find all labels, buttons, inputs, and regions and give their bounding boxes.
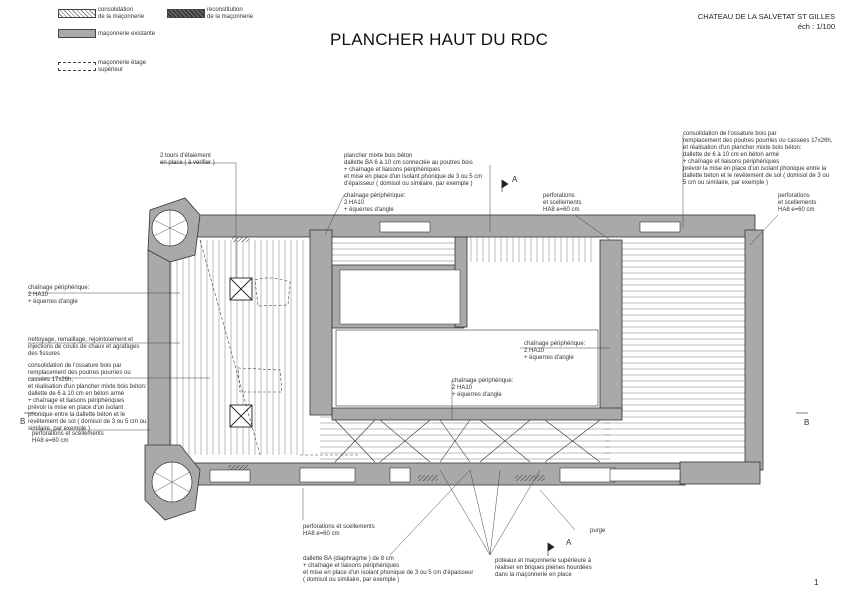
legend-swatch-reconstitution xyxy=(167,9,205,18)
note-chainage-center-right: chaînage périphérique: 2 HA10 + équerres… xyxy=(524,341,586,361)
page-number: 1 xyxy=(814,578,819,587)
stair-well xyxy=(339,269,461,325)
walls-reconstitution xyxy=(228,237,545,481)
scale-label: éch : 1/100 xyxy=(797,22,835,31)
note-chainage-center: chaînage périphérique: 2 HA10 + équerres… xyxy=(452,378,514,398)
note-consolidation-left: consolidation de l'ossature bois par rem… xyxy=(28,363,147,432)
project-block: CHATEAU DE LA SALVETAT ST GILLES éch : 1… xyxy=(698,12,835,32)
section-marker-a-bottom: A xyxy=(566,538,572,547)
note-dallette-bottom: dallette BA (diaphragme ) de 8 cm + chaî… xyxy=(303,556,474,583)
note-perforations-bottom: perforations et scellements HA8 e=60 cm xyxy=(303,524,375,537)
tower-bottom-steps xyxy=(153,462,191,502)
leader-lines xyxy=(28,135,779,556)
section-marks xyxy=(24,179,808,556)
note-plancher-mixte: plancher mixte bois béton dallette BA 6 … xyxy=(344,153,483,187)
drawing-title: PLANCHER HAUT DU RDC xyxy=(330,30,549,49)
tower-top-steps xyxy=(153,210,187,246)
legend-label-existante: maçonnerie existante xyxy=(98,31,156,37)
note-perforations-left: perforations et scellements HA8 e=60 cm xyxy=(32,431,104,444)
courtyard xyxy=(335,329,599,407)
joist-field-right xyxy=(605,240,750,455)
note-consolidation-right: consolidation de l'ossature bois par rem… xyxy=(683,131,833,186)
note-chainage-top: chaînage périphérique: 2 HA10 + équerres… xyxy=(344,193,406,213)
upper-floor-outline xyxy=(199,239,360,456)
legend-swatch-consolidation xyxy=(58,9,96,18)
legend-label-reconstitution: reconstitution de la maçonnerie xyxy=(207,7,254,20)
cross-bracing xyxy=(334,419,601,463)
legend-label-etage: maçonnerie étage supérieur xyxy=(98,60,147,73)
section-marker-b-left: B xyxy=(20,417,26,426)
joist-field-bottom xyxy=(320,415,610,465)
legend-label-consolidation: consolidation de la maçonnerie xyxy=(98,7,145,20)
section-marker-b-right: B xyxy=(804,418,810,427)
note-perforations-top-mid: perforations et scellements HA8 e=60 cm xyxy=(543,193,582,213)
shoring-towers xyxy=(229,277,253,428)
note-purge: purge xyxy=(590,528,606,534)
note-tours-etaiement: 2 tours d'étaiement en place ( à vérifie… xyxy=(160,153,215,166)
note-chainage-left: chaînage périphérique: 2 HA10 + équerres… xyxy=(28,285,90,305)
note-nettoyage: nettoyage, remaillage, rejointoiement et… xyxy=(28,337,140,357)
legend-swatch-etage xyxy=(58,62,96,71)
openings xyxy=(209,221,681,483)
legend-swatch-existante xyxy=(58,29,96,38)
section-marker-a-top: A xyxy=(512,175,518,184)
note-perforations-top-right: perforations et scellements HA8 e=60 cm xyxy=(778,193,817,213)
project-name: CHATEAU DE LA SALVETAT ST GILLES xyxy=(697,12,835,21)
note-poteaux: poteaux et maçonnerie supérieure à réali… xyxy=(495,558,592,578)
